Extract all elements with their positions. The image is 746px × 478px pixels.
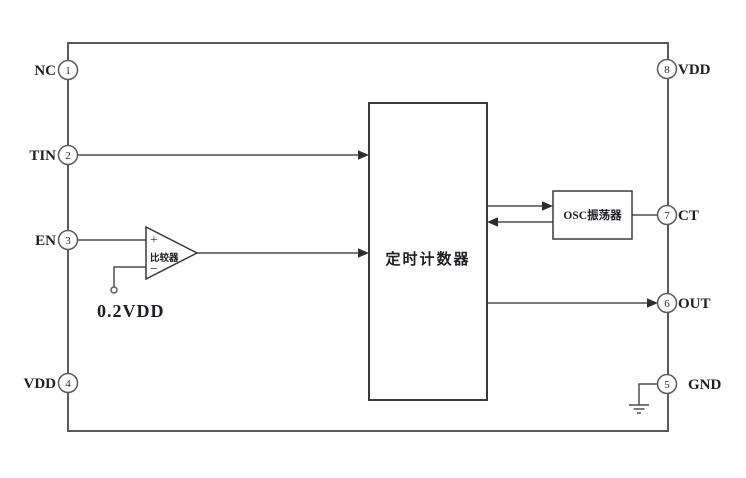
pin-6-circle (656, 292, 678, 314)
arrowhead-comparator-icon (358, 248, 369, 258)
pin-1-label: NC (34, 63, 56, 79)
pin-6-label: OUT (678, 296, 711, 312)
pin-6-number: 6 (664, 298, 670, 310)
wire-gnd-branch (638, 383, 658, 405)
pin-4-vdd: 4 VDD (24, 372, 79, 394)
comparator-label: 比较器 (150, 252, 179, 264)
pin-3-circle (57, 229, 79, 251)
pin-3-number: 3 (65, 235, 71, 247)
pin-8-circle (656, 58, 678, 80)
pin-5-number: 5 (664, 379, 670, 391)
pin-5-label: GND (688, 377, 722, 393)
timer-counter-label: 定时计数器 (385, 250, 470, 268)
pin-2-label: TIN (29, 148, 56, 164)
pin-1-circle (57, 59, 79, 81)
pin-1-nc: 1 NC (34, 59, 79, 81)
pin-2-circle (57, 144, 79, 166)
oscillator-block (552, 190, 633, 240)
pin-4-circle (57, 372, 79, 394)
reference-terminal-icon (110, 286, 118, 294)
oscillator-label: OSC振荡器 (563, 208, 622, 222)
pin-7-number: 7 (664, 210, 670, 222)
comparator-plus-sign: + (150, 233, 158, 248)
pin-1-number: 1 (65, 65, 71, 77)
pin-3-en: 3 EN (35, 229, 79, 251)
pin-8-vdd: 8 VDD (656, 58, 711, 80)
comparator-triangle (145, 225, 199, 281)
pin-8-number: 8 (664, 64, 670, 76)
reference-voltage-label: 0.2VDD (97, 301, 165, 321)
pin-7-ct: 7 CT (656, 204, 699, 226)
earth-ground-icon (629, 404, 649, 414)
pin-6-out: 6 OUT (656, 292, 711, 314)
pin-2-tin: 2 TIN (29, 144, 79, 166)
timer-counter-block (368, 102, 488, 401)
arrowhead-from-osc-icon (487, 217, 498, 227)
wire-reference-to-comparator (113, 266, 146, 287)
pin-8-label: VDD (678, 62, 711, 78)
pin-5-circle (656, 373, 678, 395)
comparator-minus-sign: − (150, 262, 158, 277)
arrowhead-to-osc-icon (542, 201, 553, 211)
pin-4-number: 4 (65, 378, 71, 390)
pin-5-gnd: 5 GND (656, 373, 722, 395)
pin-7-label: CT (678, 208, 699, 224)
arrowhead-tin-icon (358, 150, 369, 160)
pin-3-label: EN (35, 233, 56, 249)
pin-7-circle (656, 204, 678, 226)
arrowhead-out-icon (647, 298, 658, 308)
pin-2-number: 2 (65, 150, 71, 162)
pin-4-label: VDD (24, 376, 57, 392)
